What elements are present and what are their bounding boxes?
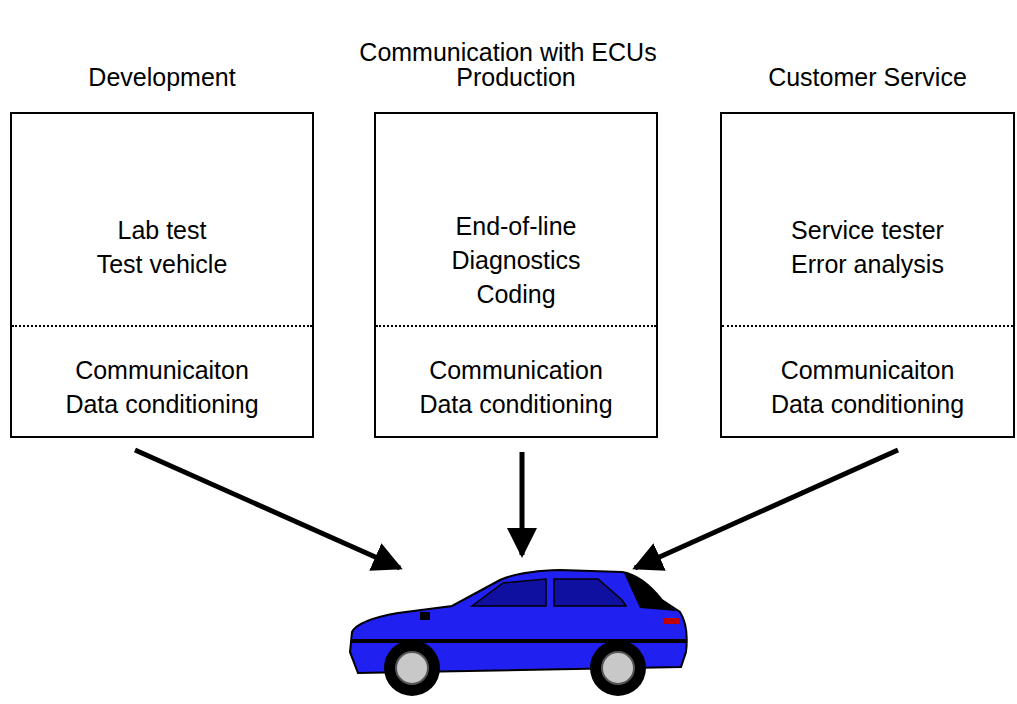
box-text: Lab test Test vehicle (92, 213, 233, 281)
column-heading: Development (88, 60, 235, 94)
car-wheel (384, 640, 440, 696)
dotted-divider (722, 325, 1013, 327)
process-box: ProductionEnd-of-line Diagnostics Coding… (374, 112, 658, 438)
box-text: Communicaiton Data conditioning (763, 353, 973, 421)
car-window (472, 579, 546, 606)
car-wheel (590, 640, 646, 696)
process-box: Customer ServiceService tester Error ana… (720, 112, 1015, 438)
arrows (135, 450, 898, 568)
arrow-line (635, 450, 898, 568)
column-heading: Production (456, 60, 576, 94)
process-box: DevelopmentLab test Test vehicleCommunic… (10, 112, 314, 438)
dotted-divider (376, 325, 656, 327)
arrow-line (135, 450, 400, 568)
car-rim (396, 652, 428, 684)
dotted-divider (12, 325, 312, 327)
arrow-line (520, 452, 525, 555)
car-rear-window (624, 573, 676, 611)
car-mirror (420, 612, 430, 620)
box-text: Communication Data conditioning (411, 353, 621, 421)
box-text: Service tester Error analysis (775, 213, 960, 281)
car-taillight (664, 618, 680, 624)
diagram-title: Communication with ECUs (359, 38, 656, 67)
column-heading: Customer Service (768, 60, 967, 94)
box-text: Communicaiton Data conditioning (57, 353, 267, 421)
car-illustration (350, 570, 687, 696)
box-text: End-of-line Diagnostics Coding (446, 209, 586, 311)
car-window (554, 579, 626, 606)
car-rim (602, 652, 634, 684)
